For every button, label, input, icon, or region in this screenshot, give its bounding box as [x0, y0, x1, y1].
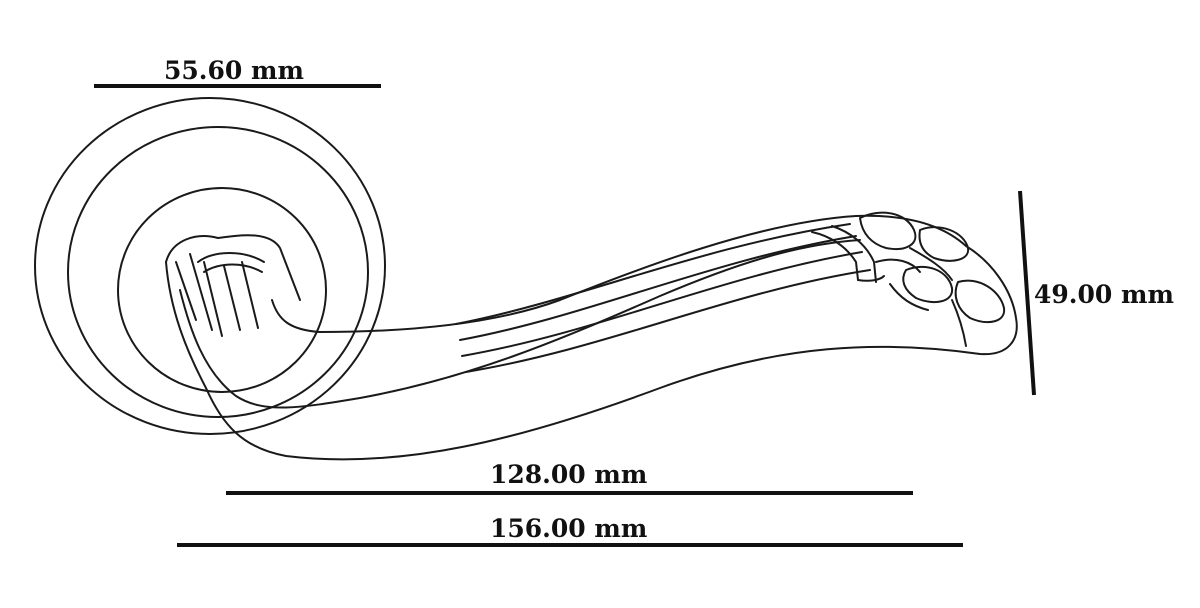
groove-3	[461, 251, 863, 357]
lever-outline	[165, 214, 1018, 461]
rosette-inner-ring	[67, 126, 369, 418]
groove-1	[455, 223, 851, 325]
rosette-neck	[117, 187, 327, 393]
groove-4	[465, 269, 871, 373]
rosette-outer-ring	[34, 97, 386, 435]
lever-handle	[165, 211, 1018, 461]
handle-length-label: 128.00 mm	[490, 460, 648, 489]
groove-2	[459, 235, 857, 341]
tip-leaf-1	[859, 211, 917, 250]
rosette-diameter-label: 55.60 mm	[164, 56, 304, 85]
height-dimension-line	[1018, 190, 1036, 396]
handle-height-label: 49.00 mm	[1034, 280, 1174, 309]
overall-length-label: 156.00 mm	[490, 514, 648, 543]
tip-leaf-2	[918, 226, 970, 262]
rosette	[34, 97, 386, 435]
handle-collar	[165, 234, 301, 301]
tip-leaf-3	[902, 265, 954, 304]
tip-leaf-4	[954, 279, 1006, 324]
